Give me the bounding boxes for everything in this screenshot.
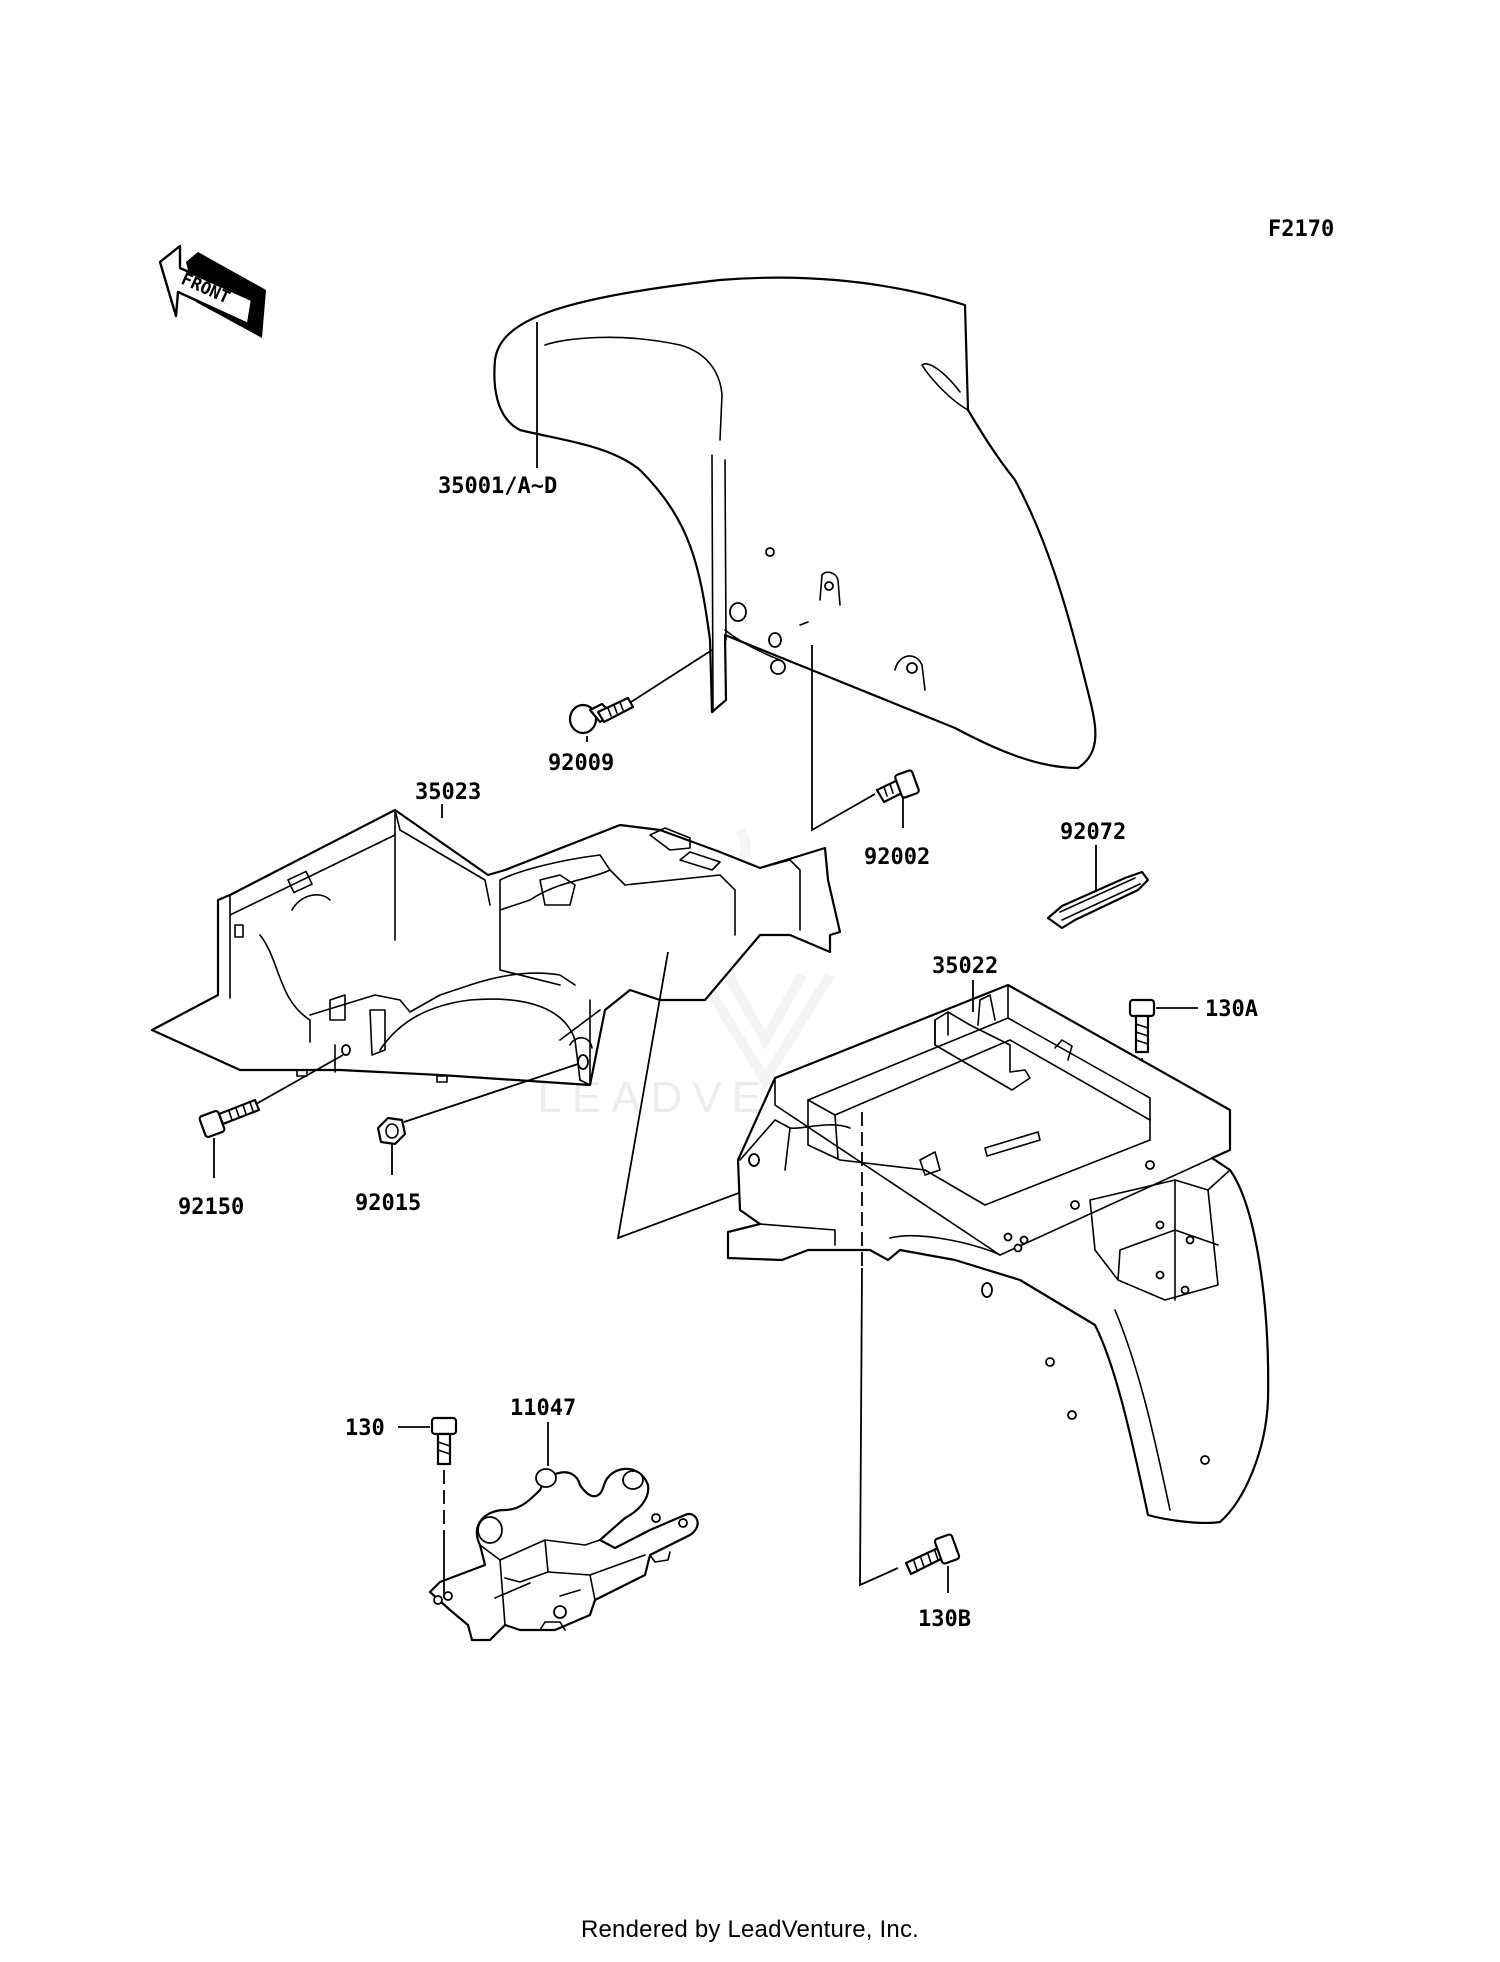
leader-92009 (630, 649, 713, 703)
leader-92002 (811, 645, 876, 832)
leader-assembly-link (616, 951, 796, 1240)
bolt-130B-label: 130B (918, 1607, 971, 1632)
leader-92015 (403, 1063, 579, 1123)
nut-92015-label: 92015 (355, 1191, 421, 1216)
bolt-92150-icon (198, 1098, 261, 1139)
rear-fender-part (726, 983, 1270, 1525)
front-direction-arrow-icon: FRONT (158, 244, 266, 338)
nut-92015-icon (376, 1116, 407, 1146)
bolt-130A-icon (1128, 998, 1156, 1054)
bracket-11047-part (428, 1467, 699, 1642)
rear-fender-label: 35022 (932, 954, 998, 979)
bolt-92002-label: 92002 (864, 845, 930, 870)
leader-92150 (255, 1054, 344, 1105)
diagram-id: F2170 (1268, 217, 1334, 242)
inner-fender-label: 35023 (415, 780, 481, 805)
bolt-92150-label: 92150 (178, 1195, 244, 1220)
front-fender-part (493, 276, 1097, 770)
bolt-130-label: 130 (345, 1416, 385, 1441)
strap-92072-part (1046, 870, 1150, 930)
footer-credit: Rendered by LeadVenture, Inc. (580, 1916, 920, 1943)
inner-fender-part (150, 808, 842, 1087)
front-fender-label: 35001/A~D (438, 474, 557, 499)
bolt-92002-icon (875, 769, 920, 804)
bolt-130B-icon (904, 1533, 961, 1576)
bolt-92009-icon (568, 696, 635, 735)
bolt-92009-label: 92009 (548, 751, 614, 776)
leader-130B (859, 1267, 899, 1587)
bolt-130A-label: 130A (1205, 997, 1258, 1022)
bolt-130-icon (430, 1416, 458, 1466)
strap-label: 92072 (1060, 820, 1126, 845)
bracket-label: 11047 (510, 1396, 576, 1421)
